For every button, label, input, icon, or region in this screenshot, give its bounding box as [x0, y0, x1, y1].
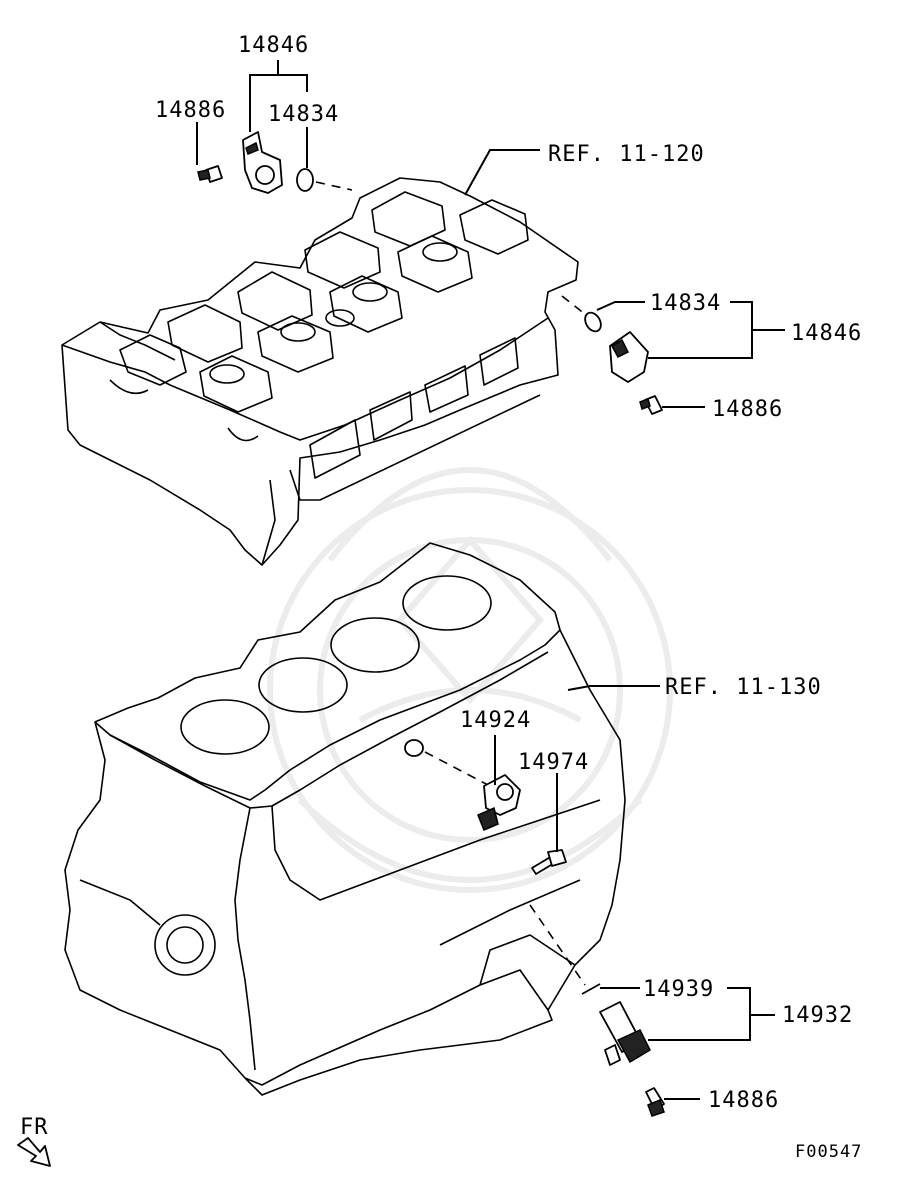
knock-sensor [477, 774, 521, 831]
knock-sensor-boss [404, 739, 424, 757]
label-top-oring: 14834 [268, 102, 339, 127]
block-ref-leader [567, 685, 660, 691]
cylinder-head [61, 177, 579, 566]
front-indicator: FR [20, 1115, 49, 1140]
bottom-temp-sensor [599, 1001, 651, 1066]
label-ref-head: REF. 11-120 [548, 142, 705, 167]
knock-bolt [531, 849, 567, 875]
label-ref-block: REF. 11-130 [665, 675, 822, 700]
label-knock-bolt: 14974 [518, 750, 589, 775]
label-top-sensor-assembly: 14846 [238, 33, 309, 58]
side-oring-leader [596, 301, 645, 311]
side-oring [584, 311, 602, 333]
watermark-emblem-icon [267, 467, 673, 893]
label-side-bolt: 14886 [712, 397, 783, 422]
side-dashed-leader [561, 295, 587, 316]
top-dashed-leader [315, 181, 353, 191]
label-knock-sensor: 14924 [460, 708, 531, 733]
front-arrow-icon [17, 1137, 51, 1167]
cylinder-block [64, 542, 626, 1096]
top-bolt [197, 165, 223, 183]
top-oring [296, 168, 314, 192]
label-side-sensor-assembly: 14846 [791, 321, 862, 346]
label-bottom-sensor-assembly: 14932 [782, 1003, 853, 1028]
side-bolt [639, 395, 663, 415]
label-top-bolt: 14886 [155, 98, 226, 123]
bottom-oring [581, 983, 601, 995]
label-bottom-oring: 14939 [643, 977, 714, 1002]
knock-dashed-leader [424, 751, 491, 787]
figure-code: F00547 [795, 1142, 862, 1162]
bottom-dashed-leader [529, 904, 586, 986]
top-cam-sensor [242, 131, 283, 194]
bottom-bolt [645, 1087, 665, 1117]
head-ref-leader [464, 149, 540, 196]
side-cam-sensor [609, 331, 649, 383]
label-bottom-bolt: 14886 [708, 1088, 779, 1113]
label-side-oring: 14834 [650, 291, 721, 316]
